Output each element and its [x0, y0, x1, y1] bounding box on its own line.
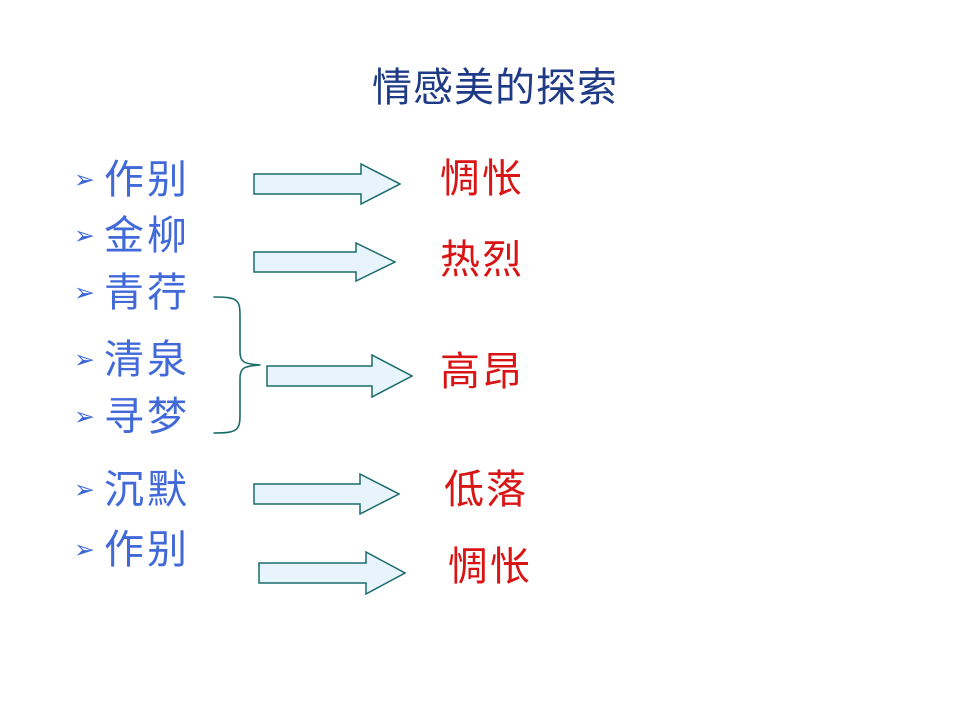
bullet-arrow-icon: ➢ — [74, 164, 95, 194]
bullet-arrow-icon: ➢ — [74, 401, 95, 431]
mood-label-chouchang-bottom: 惆怅 — [448, 544, 532, 590]
list-item-label: 沉默 — [104, 467, 190, 513]
list-item[interactable]: ➢ 寻梦 — [74, 391, 190, 443]
page-title: 情感美的探索 — [372, 65, 618, 111]
mood-label-chouchang-top: 惆怅 — [440, 156, 524, 202]
bullet-arrow-icon: ➢ — [74, 534, 95, 564]
list-item[interactable]: ➢ 青荇 — [74, 267, 190, 319]
bullet-arrow-icon: ➢ — [74, 277, 95, 307]
bullet-arrow-icon: ➢ — [74, 474, 95, 504]
grouping-brace — [208, 294, 268, 436]
list-item[interactable]: ➢ 清泉 — [74, 334, 190, 386]
mood-label-diluo: 低落 — [444, 467, 528, 513]
list-item-label: 作别 — [104, 157, 190, 203]
list-item-label: 金柳 — [104, 213, 190, 259]
list-item[interactable]: ➢ 沉默 — [74, 464, 190, 516]
list-item[interactable]: ➢ 金柳 — [74, 210, 190, 262]
arrow-to-relie — [253, 242, 396, 282]
mood-label-gaoang: 高昂 — [440, 349, 524, 395]
bullet-arrow-icon: ➢ — [74, 344, 95, 374]
list-item[interactable]: ➢ 作别 — [74, 154, 190, 206]
list-item[interactable]: ➢ 作别 — [74, 524, 190, 576]
list-item-label: 寻梦 — [104, 394, 190, 440]
list-item-label: 作别 — [104, 527, 190, 573]
mood-label-relie: 热烈 — [440, 237, 524, 283]
list-item-label: 青荇 — [104, 270, 190, 316]
arrow-to-chouchang-top — [253, 163, 401, 205]
arrow-to-gaoang — [266, 354, 413, 398]
list-item-label: 清泉 — [104, 337, 190, 383]
arrow-to-diluo — [253, 473, 400, 515]
bullet-arrow-icon: ➢ — [74, 220, 95, 250]
arrow-to-chouchang-bottom — [258, 551, 406, 595]
